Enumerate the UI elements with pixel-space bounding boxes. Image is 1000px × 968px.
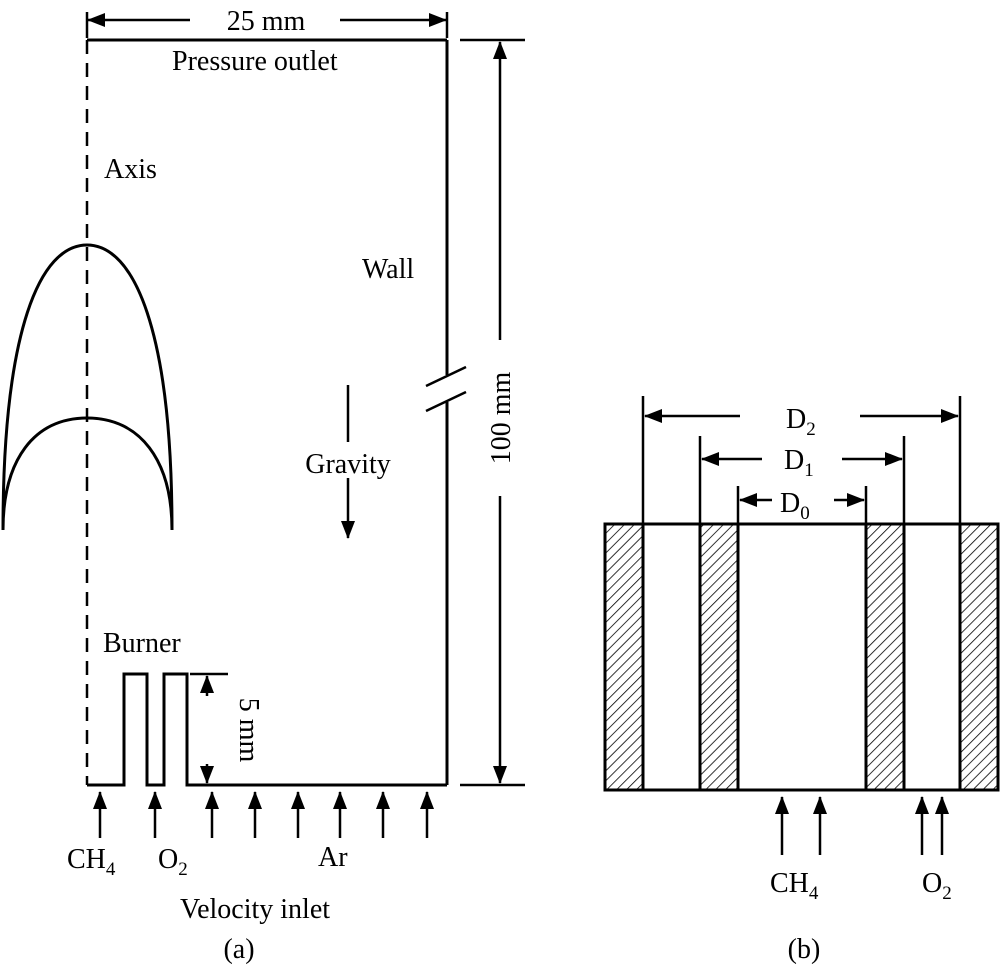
gravity-arrow: Gravity (305, 385, 391, 539)
o2-label-a: O2 (158, 844, 188, 880)
burner-height-dimension: 5 mm (190, 672, 264, 784)
ar-label: Ar (318, 842, 348, 873)
caption-a: (a) (223, 934, 254, 965)
panel-b: D2 D1 D0 CH4 O2 (b) (603, 396, 1000, 965)
burner-label: Burner (103, 628, 181, 659)
burner-height-label: 5 mm (233, 698, 264, 763)
burner-profile (87, 672, 447, 787)
height-dimension: 100 mm (460, 38, 525, 787)
axis-label: Axis (104, 154, 157, 185)
flame-shape (1, 243, 174, 531)
d0-dimension: D0 (739, 488, 865, 524)
d2-label: D2 (786, 404, 816, 440)
inlet-arrows (93, 791, 434, 838)
wall-label: Wall (362, 254, 414, 285)
d1-dimension: D1 (701, 445, 903, 481)
burner-cross-section (603, 522, 1000, 792)
break-mark-2 (425, 390, 467, 413)
inner-wall-right (864, 522, 906, 792)
ch4-label-b: CH4 (770, 868, 819, 904)
d1-label: D1 (784, 445, 814, 481)
panel-a: 25 mm Pressure outlet Axis Wall Gravity … (1, 6, 525, 965)
pressure-outlet-label: Pressure outlet (172, 46, 338, 77)
inner-wall-left (698, 522, 740, 792)
width-dimension-label: 25 mm (227, 6, 306, 37)
outer-wall-left (603, 522, 645, 792)
o2-label-b: O2 (922, 868, 952, 904)
height-dimension-label: 100 mm (486, 372, 517, 465)
break-mark-1 (425, 365, 467, 388)
gravity-label: Gravity (305, 449, 391, 480)
ch4-label-a: CH4 (67, 844, 116, 880)
width-dimension: 25 mm (85, 6, 449, 38)
outer-wall-right (958, 522, 1000, 792)
d2-dimension: D2 (644, 404, 959, 440)
d0-label: D0 (780, 488, 810, 524)
caption-b: (b) (788, 934, 821, 965)
velocity-inlet-label: Velocity inlet (180, 894, 330, 925)
